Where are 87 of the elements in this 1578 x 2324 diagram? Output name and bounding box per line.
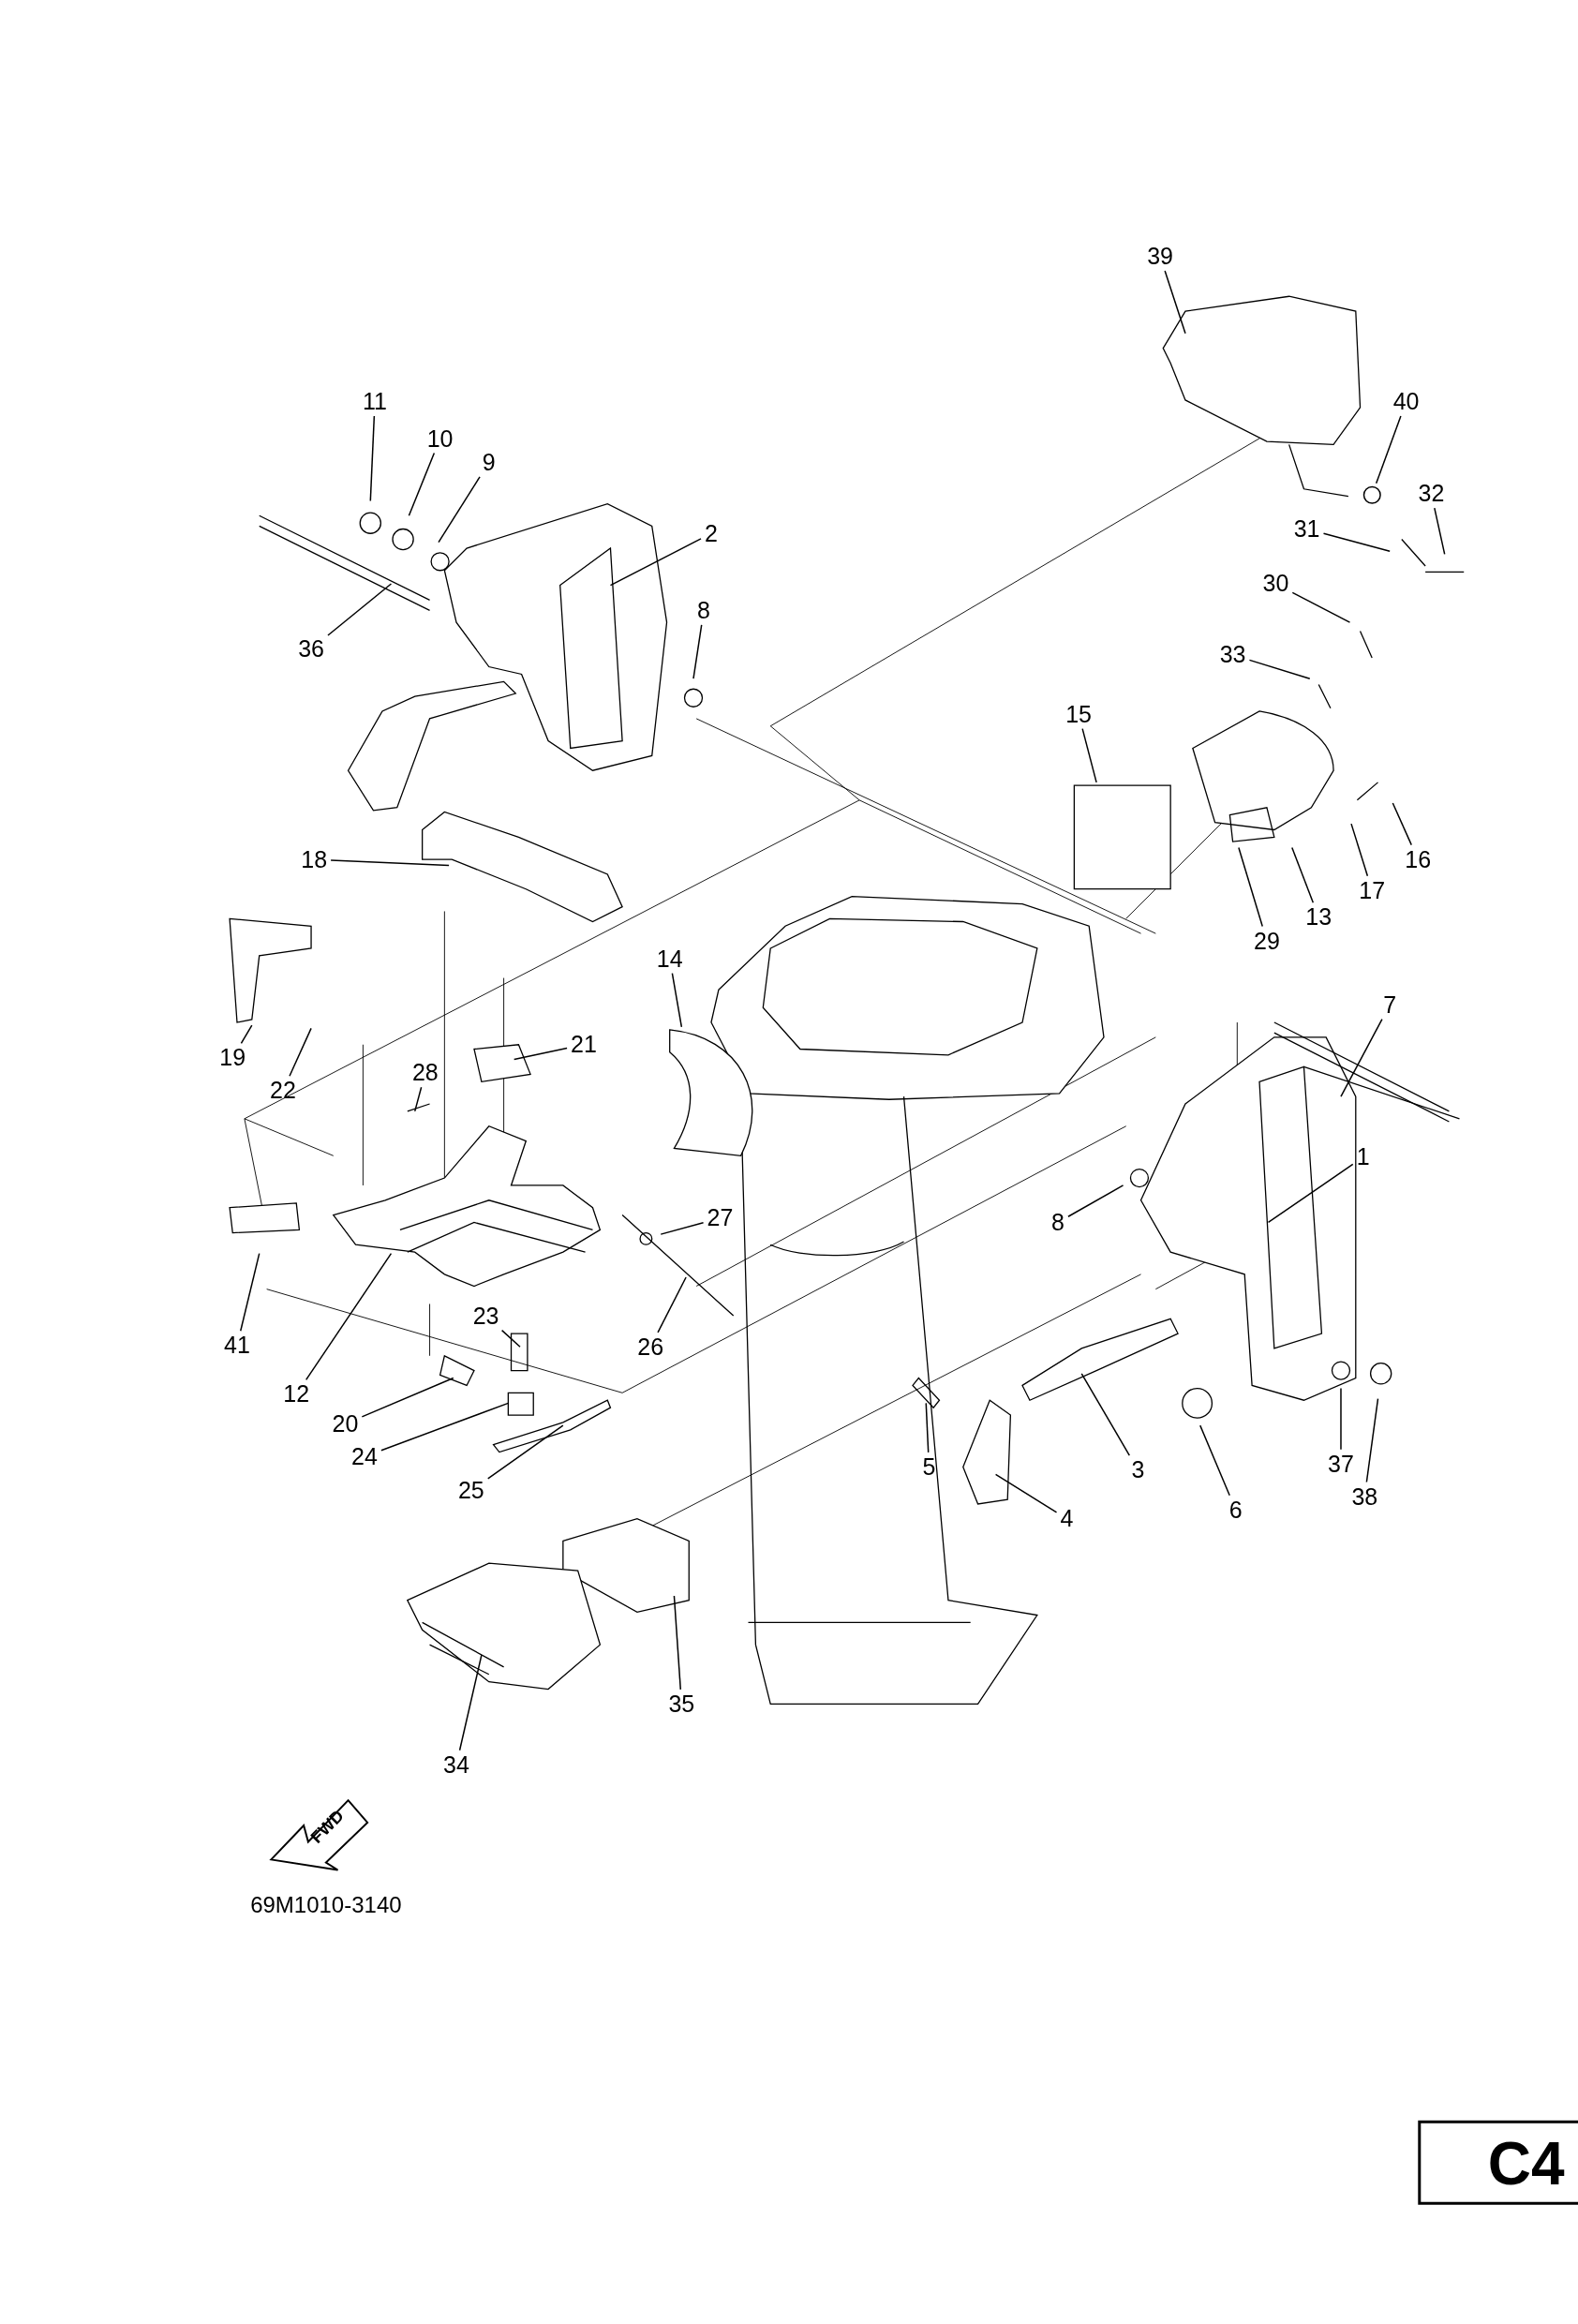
callout-number: 5 [920,1453,938,1480]
callout-number: 2 [703,520,720,546]
callout-number: 21 [569,1032,599,1058]
leader-line [994,1473,1058,1513]
callout-number: 41 [222,1333,252,1359]
leader-line [1365,1397,1379,1483]
leader-line [1081,727,1097,783]
leader-line [380,1402,510,1452]
leader-line [414,1086,423,1112]
callout-number: 1 [1354,1144,1372,1170]
leader-line [240,1024,253,1045]
leader-line [1291,591,1351,623]
callout-number: 17 [1357,877,1388,903]
callout-number: 30 [1260,571,1291,597]
leader-line [305,1252,393,1381]
callout-number: 23 [470,1303,501,1329]
leader-line [1375,415,1402,484]
callout-number: 8 [1050,1210,1066,1235]
leader-line [1340,1387,1342,1451]
leader-line [1340,1018,1383,1097]
leader-line [1267,1163,1354,1224]
callout-number: 28 [409,1060,440,1086]
callout-number: 36 [296,636,326,663]
callout-number: 20 [330,1411,361,1438]
part-number-text: 69M1010-3140 [250,1892,402,1919]
page-tab-text: C4 [1487,2128,1565,2198]
leader-line [438,476,481,544]
callout-number: 3 [1129,1457,1147,1483]
leader-line [1291,846,1315,903]
callout-number: 22 [268,1078,298,1104]
callout-number: 13 [1303,904,1334,931]
leader-line [673,1595,682,1691]
leader-line [671,972,683,1028]
callout-number: 6 [1227,1497,1244,1523]
leader-line [289,1027,312,1077]
leader-line [487,1424,564,1480]
callout-number: 24 [350,1443,380,1469]
leader-line [1199,1424,1230,1497]
leader-line [609,538,702,587]
callout-number: 39 [1145,244,1175,270]
callout-number: 40 [1391,389,1422,414]
leader-line [1248,659,1311,679]
bolt-part [1362,484,1382,505]
callout-number: 25 [455,1478,486,1504]
callout-number: 9 [480,449,498,475]
leader-line [369,415,376,502]
callout-number: 18 [299,846,330,872]
callout-number: 4 [1058,1506,1076,1532]
leader-line [327,583,393,636]
leader-line [1080,1373,1131,1456]
leader-line [660,1221,705,1235]
callout-number: 37 [1326,1451,1356,1477]
leader-line [1322,532,1391,552]
leader-line [1164,270,1186,335]
callout-number: 29 [1252,928,1282,954]
leader-line [692,624,703,679]
leader-line [1067,1184,1124,1217]
leader-line [500,1329,521,1348]
leader-line [1392,802,1412,846]
leader-line [458,1654,483,1751]
callout-number: 32 [1416,481,1447,507]
leader-line [925,1402,930,1453]
leader-line [361,1377,454,1418]
callout-number: 35 [666,1691,697,1717]
leader-line [330,859,450,867]
callout-number: 34 [441,1751,471,1778]
callout-number: 11 [361,389,389,414]
leader-line [240,1252,261,1332]
callout-number: 15 [1064,701,1094,727]
callout-number: 12 [281,1381,312,1408]
leader-line [1238,846,1263,928]
callout-number: 14 [654,946,685,972]
callout-number: 31 [1291,516,1322,542]
leader-line [1434,507,1446,556]
callout-number: 16 [1403,846,1434,872]
leader-line [657,1276,687,1333]
callout-number: 10 [424,425,455,452]
callout-number: 19 [217,1045,248,1071]
leader-line [513,1047,568,1061]
callout-number: 26 [635,1333,666,1360]
callout-number: 7 [1381,991,1399,1018]
leader-line [408,452,436,516]
callout-number: 8 [695,597,712,623]
callout-number: 27 [705,1205,736,1231]
callout-number: 38 [1349,1483,1380,1510]
leader-line [1350,823,1369,877]
callout-number: 33 [1217,642,1248,668]
